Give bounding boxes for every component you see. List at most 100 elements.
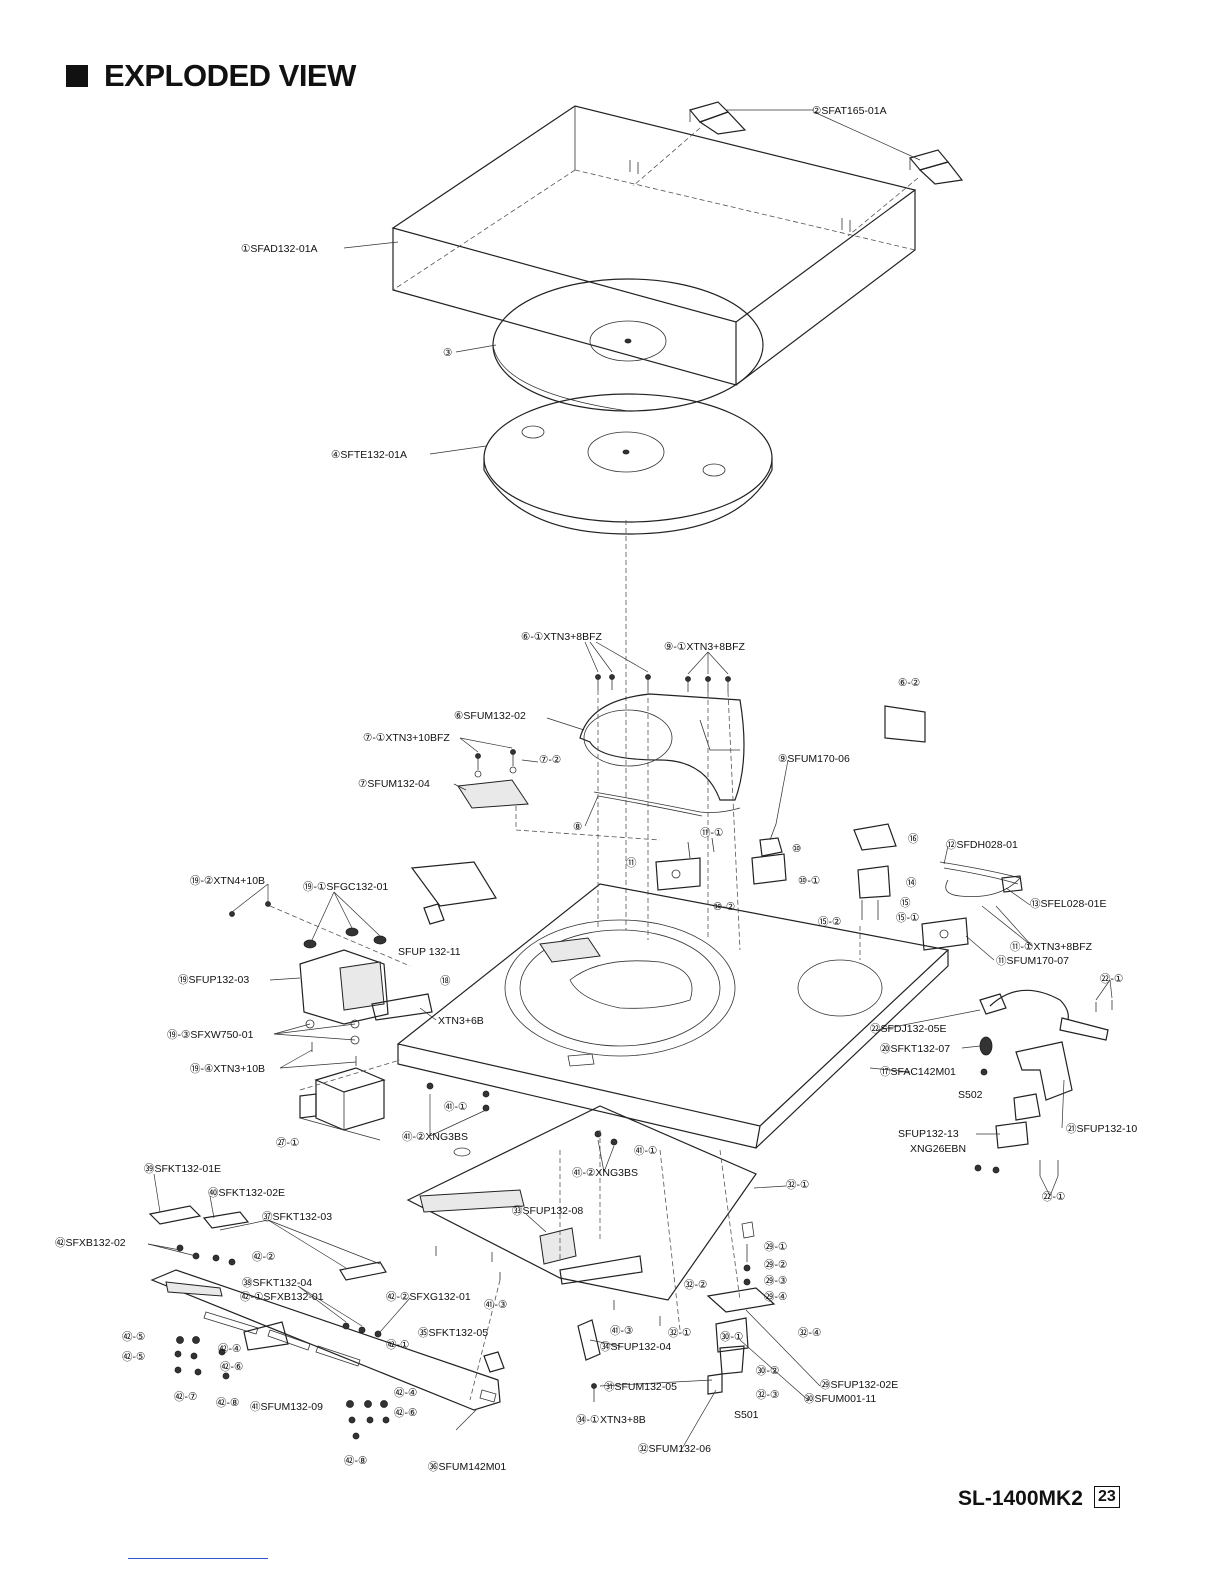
label-42-7: ㊷-⑦ [174,1391,197,1403]
label-15-1: ⑮-① [896,912,919,924]
label-41-1-left: ㊶-① [444,1101,467,1113]
label-sfkt132-05: ㉟SFKT132-05 [418,1327,488,1339]
label-16: ⑯ [908,833,919,845]
label-card [884,705,926,743]
label-screw-19-2: ⑲-②XTN4+10B [190,875,265,887]
label-sfum142: ㊱SFUM142M01 [428,1461,506,1473]
switch-bracket-29 [706,1221,776,1395]
label-42-6-a: ㊷-⑥ [220,1361,243,1373]
label-sfum170-06: ⑨SFUM170-06 [778,753,850,765]
label-42-4-b: ㊷-④ [394,1387,417,1399]
label-30-1: ㉚-① [720,1331,743,1343]
section-heading: EXPLODED VIEW [66,58,356,94]
label-sfum132-05: ㉛SFUM132-05 [604,1381,677,1393]
bracket-13 [974,1121,1029,1174]
label-sfum170-07: ⑪SFUM170-07 [996,955,1069,967]
leader-lines [147,109,1113,1453]
label-15: ⑮ [900,897,911,909]
label-14: ⑭ [906,877,917,889]
page-number: 23 [1094,1486,1120,1508]
dust-cover [391,105,917,386]
turntable-platter [483,393,773,535]
circuit-board-11 [921,917,969,951]
power-cord-12 [939,861,1023,897]
sensor-unit-11 [655,837,715,891]
motor-assembly-plate [579,693,745,801]
label-42-5-b: ㊷-⑤ [122,1351,145,1363]
motor-cable [593,791,741,817]
label-sfkt132-02e: ㊵SFKT132-02E [208,1187,285,1199]
label-30-2: ㉚-② [756,1365,779,1377]
label-11: ⑪ [626,857,637,869]
label-mat: ③ [443,347,452,359]
label-29-3: ㉙-③ [764,1275,787,1287]
label-32-1: ㉜-① [786,1179,809,1191]
label-sfup132-03: ⑲SFUP132-03 [178,974,249,986]
key-39 [148,1205,202,1225]
label-sfum001: ㉚SFUM001-11 [804,1393,876,1405]
hinge-right [908,149,964,185]
hinge-left [688,101,747,135]
label-sfup132-11: SFUP 132-11 [398,946,461,958]
label-sfxg132: ㊷-②SFXG132-01 [386,1291,471,1303]
label-sfup132-04: ㉞SFUP132-04 [600,1341,671,1353]
bracket-21 [980,1041,1073,1176]
square-bullet-icon [66,65,88,87]
label-32-1-b: ㉜-① [668,1327,691,1339]
label-xtn3-6b: XTN3+6B [438,1015,484,1027]
turntable-mat [492,278,764,412]
sensor-unit-9 [751,823,787,885]
label-sfxw750: ⑲-③SFXW750-01 [167,1029,254,1041]
slider-41 [243,1321,289,1351]
label-32-4: ㉜-④ [798,1327,821,1339]
label-screw-7-1: ⑦-①XTN3+10BFZ [363,732,450,744]
part-labels: ②SFAT165-01A ①SFAD132-01A ③ ④SFTE132-01A… [55,105,1137,1473]
tonearm-cable-22 [979,989,1113,1041]
label-sfdj132: ㉒SFDJ132-05E [870,1023,946,1035]
label-screw-6-1: ⑥-①XTN3+8BFZ [521,631,603,643]
label-xtn3-8b: XTN3+8B [600,1414,646,1426]
label-34-1: ㉞-① [576,1414,599,1426]
label-15-2: ⑮-② [818,916,841,928]
label-screw-11-1: ⑪-①XTN3+8BFZ [1010,941,1093,953]
lever-34 [577,1319,601,1361]
screws-6-1 [595,674,651,690]
label-sfxb132-02: ㊷SFXB132-02 [55,1237,126,1249]
label-sfkt132-03: ㊲SFKT132-03 [262,1211,332,1223]
label-sfat165: ②SFAT165-01A [812,105,887,117]
label-sfxb132-01: ㊷-①SFXB132-01 [240,1291,324,1303]
key-40 [202,1211,250,1229]
lever-35 [483,1351,505,1373]
label-sfac142: ⑰SFAC142M01 [880,1066,956,1078]
label-sfum132-02: ⑥SFUM132-02 [454,710,526,722]
label-42-8-b: ㊷-⑧ [344,1455,367,1467]
label-7-1: ㉗-① [276,1137,299,1149]
small-pcb-18 [410,861,497,925]
label-cable-8: ⑧ [573,821,582,833]
bottom-board-33 [406,1105,757,1301]
label-42-8-a: ㊷-⑧ [216,1397,239,1409]
nuts-41 [426,1082,661,1326]
label-xng26ebn: XNG26EBN [910,1143,966,1155]
label-10-1: ⑩-① [798,875,820,887]
model-number: SL-1400MK2 [958,1487,1083,1510]
switch-assembly-16 [853,823,897,920]
label-10-2: ⑩-② [713,901,735,913]
label-sfup132-08: ㉝SFUP132-08 [512,1205,583,1217]
label-41-3-left: ㊶-③ [484,1299,507,1311]
panel-screws [174,1244,390,1440]
main-chassis [396,883,950,1149]
label-sfkt132-04: ㊳SFKT132-04 [242,1277,312,1289]
label-sfel028: ⑬SFEL028-01E [1030,898,1106,910]
label-sfum132-09: ㊶SFUM132-09 [250,1401,323,1413]
label-sfdh028: ⑫SFDH028-01 [946,839,1018,851]
label-42-6-b: ㊷-⑥ [394,1407,417,1419]
label-42-4-a: ㊷-④ [218,1343,241,1355]
heading-text: EXPLODED VIEW [104,58,356,93]
label-42-2: ㊷-② [252,1251,275,1263]
label-sfup132-02e: ㉙SFUP132-02E [820,1379,898,1391]
label-sfgc132: ⑲-①SFGC132-01 [303,881,388,893]
cover-plate-7 [457,749,529,809]
